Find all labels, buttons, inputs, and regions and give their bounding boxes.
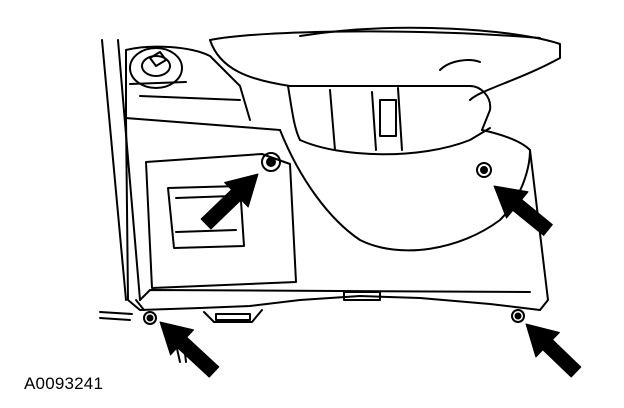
screw-upper-right: [476, 162, 492, 178]
arrow-upper-left-screw: [200, 173, 259, 230]
screw-upper-left: [261, 152, 281, 172]
ignition-lock: [129, 47, 187, 89]
lower-shroud: [125, 117, 549, 311]
screw-lower-right: [511, 309, 525, 323]
arrow-upper-right-screw: [493, 185, 553, 236]
access-panel: [145, 153, 297, 289]
callout-arrows: [159, 173, 582, 378]
steering-column: [209, 26, 561, 156]
arrow-lower-left-screw: [159, 321, 220, 378]
arrow-lower-right-screw: [525, 323, 582, 378]
figure-id: A0093241: [24, 374, 104, 393]
background-structure: [99, 39, 141, 321]
screw-lower-left: [143, 311, 157, 325]
